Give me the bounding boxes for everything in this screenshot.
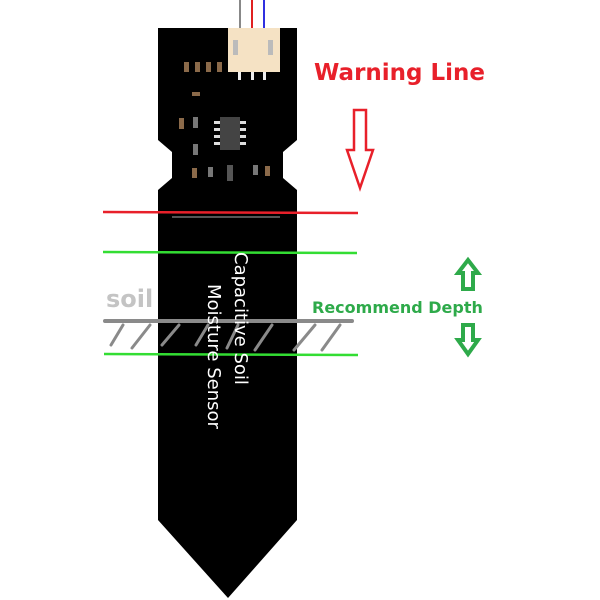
depth-bottom-line xyxy=(103,352,359,357)
soil-surface xyxy=(103,319,354,352)
chip-ic xyxy=(214,117,246,150)
sensor-name-line1: Capacitive Soil xyxy=(230,252,251,385)
connector xyxy=(228,28,280,80)
depth-up-arrow-icon xyxy=(453,256,483,291)
depth-top-line xyxy=(102,250,358,255)
warning-down-arrow-icon xyxy=(345,108,375,192)
wires xyxy=(239,0,265,30)
recommend-depth-label: Recommend Depth xyxy=(312,298,483,317)
warning-line-label: Warning Line xyxy=(314,60,486,86)
sensor-name-line2: Moisture Sensor xyxy=(203,284,224,429)
warning-line xyxy=(102,210,359,215)
smd-components xyxy=(179,62,270,181)
sensor-board xyxy=(158,28,297,598)
depth-down-arrow-icon xyxy=(454,323,482,358)
soil-label: soil xyxy=(106,285,154,313)
